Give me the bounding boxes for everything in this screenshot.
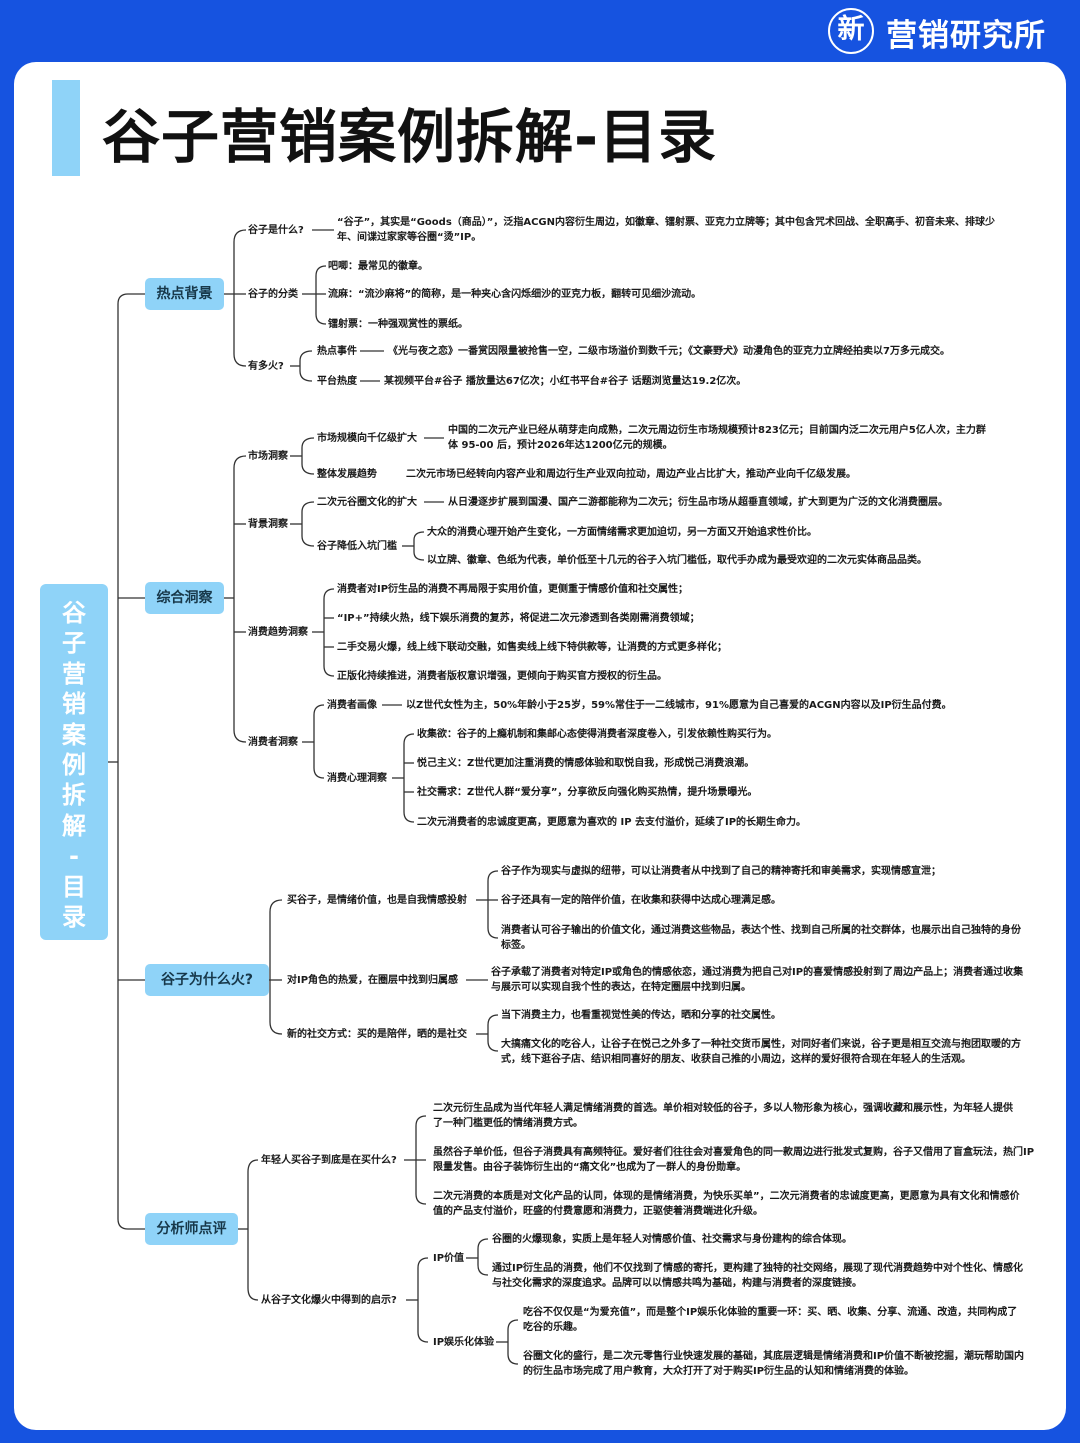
root-char: 子	[62, 629, 86, 658]
root-char: 营	[62, 659, 86, 688]
root-node: 谷 子 营 销 案 例 拆 解 - 目 录	[40, 584, 108, 940]
root-char: 例	[62, 751, 86, 780]
root-char: 解	[62, 811, 86, 840]
root-char: 拆	[62, 781, 86, 810]
leaf-text: “IP+”持续火热，线下娱乐消费的复苏，将促进二次元渗透到各类刚需消费领域；	[337, 613, 700, 624]
branch-label: 买谷子，是情绪价值，也是自我情感投射	[287, 895, 467, 906]
leaf-text: 通过IP衍生品的消费，他们不仅找到了情感的寄托，更构建了独特的社交网络，展现了现…	[492, 1263, 1024, 1289]
sub-branch-label: 消费者画像	[327, 700, 377, 711]
leaf-text: “谷子”，其实是“Goods（商品）”，泛指ACGN内容衍生周边，如徽章、镭射票…	[337, 217, 996, 243]
branch-label: 谷子的分类	[248, 289, 298, 300]
leaf-text: 某视频平台#谷子 播放量达67亿次；小红书平台#谷子 话题浏览量达19.2亿次。	[384, 376, 747, 387]
leaf-text: 消费者认可谷子输出的价值文化，通过消费这些物品，表达个性、找到自己所属的社交群体…	[501, 925, 1021, 951]
brand-logo: 新	[828, 8, 874, 54]
leaf-text: 以立牌、徽章、色纸为代表，单价低至十几元的谷子入坑门槛低，取代手办成为最受欢迎的…	[427, 555, 927, 566]
leaf-text: 大搞痛文化的吃谷人，让谷子在悦己之外多了一种社交货币属性，对同好者们来说，谷子更…	[501, 1039, 1021, 1065]
root-char: 销	[62, 690, 86, 719]
sub-branch-label: 谷子降低入坑门槛	[317, 541, 397, 552]
topic-hot-background: 热点背景	[145, 278, 224, 310]
leaf-text: 正版化持续推进，消费者版权意识增强，更倾向于购买官方授权的衍生品。	[337, 671, 667, 682]
leaf-text: 大众的消费心理开始产生变化，一方面情绪需求更加迫切，另一方面又开始追求性价比。	[427, 527, 817, 538]
sub-branch-label: 消费心理洞察	[327, 773, 387, 784]
leaf-text: 二次元市场已经转向内容产业和周边行生产业双向拉动，周边产业占比扩大，推动产业向千…	[406, 469, 856, 480]
branch-label: 消费趋势洞察	[248, 627, 308, 638]
sub-branch-label: 二次元谷圈文化的扩大	[317, 497, 417, 508]
leaf-text: 收集欲：谷子的上瘾机制和集邮心态使得消费者深度卷入，引发依赖性购买行为。	[417, 729, 777, 740]
leaf-text: 消费者对IP衍生品的消费不再局限于实用价值，更侧重于情感价值和社交属性；	[337, 584, 689, 595]
branch-label: 对IP角色的热爱，在圈层中找到归属感	[287, 975, 459, 986]
leaf-text: 二次元消费的本质是对文化产品的认同，体现的是情绪消费，为快乐买单”，二次元消费者…	[433, 1191, 1020, 1217]
leaf-text: 从日漫逐步扩展到国漫、国产二游都能称为二次元；衍生品市场从超垂直领域，扩大到更为…	[448, 497, 948, 508]
page-title: 谷子营销案例拆解-目录	[102, 103, 718, 171]
topic-analyst-review: 分析师点评	[145, 1213, 238, 1245]
leaf-text: 谷圈文化的盛行，是二次元零售行业快速发展的基础，其底层逻辑是情绪消费和IP价值不…	[523, 1351, 1025, 1377]
leaf-text: 中国的二次元产业已经从萌芽走向成熟，二次元周边衍生市场规模预计823亿元；目前国…	[448, 425, 986, 451]
root-char: 谷	[62, 599, 86, 627]
topic-insights: 综合洞察	[145, 582, 224, 614]
leaf-text: 谷子承载了消费者对特定IP或角色的情感依恋，通过消费为把自己对IP的喜爱情感投射…	[491, 967, 1024, 993]
branch-label: 背景洞察	[248, 519, 288, 530]
branch-label: 消费者洞察	[248, 737, 298, 748]
root-char: 录	[62, 903, 86, 932]
sub-branch-label: IP价值	[433, 1253, 465, 1264]
brand-header: 新 营销研究所	[0, 0, 1080, 62]
leaf-text: 当下消费主力，也看重视觉性美的传达，晒和分享的社交属性。	[501, 1010, 781, 1021]
leaf-text: 二次元消费者的忠诚度更高，更愿意为喜欢的 IP 去支付溢价，延续了IP的长期生命…	[417, 817, 807, 828]
sub-branch-label: 市场规模向千亿级扩大	[317, 433, 417, 444]
brand-name: 营销研究所	[886, 18, 1046, 54]
branch-label: 谷子是什么?	[248, 225, 304, 236]
leaf-text: 流麻：“流沙麻将”的简称，是一种夹心含闪烁细沙的亚克力板，翻转可见细沙流动。	[328, 289, 702, 300]
leaf-text: 吧唧：最常见的徽章。	[328, 261, 428, 272]
leaf-text: 镭射票：一种强观赏性的票纸。	[328, 319, 468, 330]
branch-label: 有多火?	[248, 361, 284, 372]
leaf-text: 社交需求：Z世代人群“爱分享”，分享欲反向强化购买热情，提升场景曝光。	[417, 787, 758, 798]
root-char: -	[69, 842, 79, 871]
sub-branch-label: IP娱乐化体验	[433, 1337, 495, 1348]
connector-lines	[108, 229, 519, 1365]
leaf-text: 谷子作为现实与虚拟的纽带，可以让消费者从中找到了自己的精神寄托和审美需求，实现情…	[501, 866, 941, 877]
branch-label: 从谷子文化爆火中得到的启示?	[261, 1295, 397, 1306]
branch-label: 年轻人买谷子到底是在买什么?	[261, 1155, 397, 1166]
root-char: 目	[62, 872, 86, 901]
leaf-text: 虽然谷子单价低，但谷子消费具有高频特征。爱好者们往往会对喜爱角色的同一款周边进行…	[433, 1147, 1035, 1173]
leaf-text: 二次元衍生品成为当代年轻人满足情绪消费的首选。单价相对较低的谷子，多以人物形象为…	[433, 1103, 1013, 1129]
leaf-text: 吃谷不仅仅是“为爱充值”，而是整个IP娱乐化体验的重要一环：买、晒、收集、分享、…	[523, 1307, 1018, 1333]
sub-branch-label: 热点事件	[317, 346, 357, 357]
leaf-text: 悦己主义：Z世代更加注重消费的情感体验和取悦自我，形成悦己消费浪潮。	[417, 758, 755, 769]
leaf-text: 《光与夜之恋》一番赏因限量被抢售一空，二级市场溢价到数千元；《文豪野犬》动漫角色…	[388, 346, 950, 357]
leaf-text: 谷子还具有一定的陪伴价值，在收集和获得中达成心理满足感。	[501, 895, 781, 906]
sub-branch-label: 整体发展趋势	[317, 469, 377, 480]
branch-label: 新的社交方式：买的是陪伴，晒的是社交	[287, 1029, 467, 1040]
leaf-text: 二手交易火爆，线上线下联动交融，如售卖线上线下特供款等，让消费的方式更多样化；	[337, 642, 727, 653]
leaf-text: 以Z世代女性为主，50%年龄小于25岁，59%常住于一二线城市，91%愿意为自己…	[406, 700, 952, 711]
content-card: 谷子营销案例拆解-目录	[14, 62, 1066, 1430]
root-char: 案	[62, 720, 86, 749]
leaf-text: 谷圈的火爆现象，实质上是年轻人对情感价值、社交需求与身份建构的综合体现。	[492, 1234, 852, 1245]
topic-why-popular: 谷子为什么火?	[145, 964, 269, 996]
title-accent-bar	[52, 80, 80, 176]
sub-branch-label: 平台热度	[317, 376, 357, 387]
branch-label: 市场洞察	[248, 451, 288, 462]
